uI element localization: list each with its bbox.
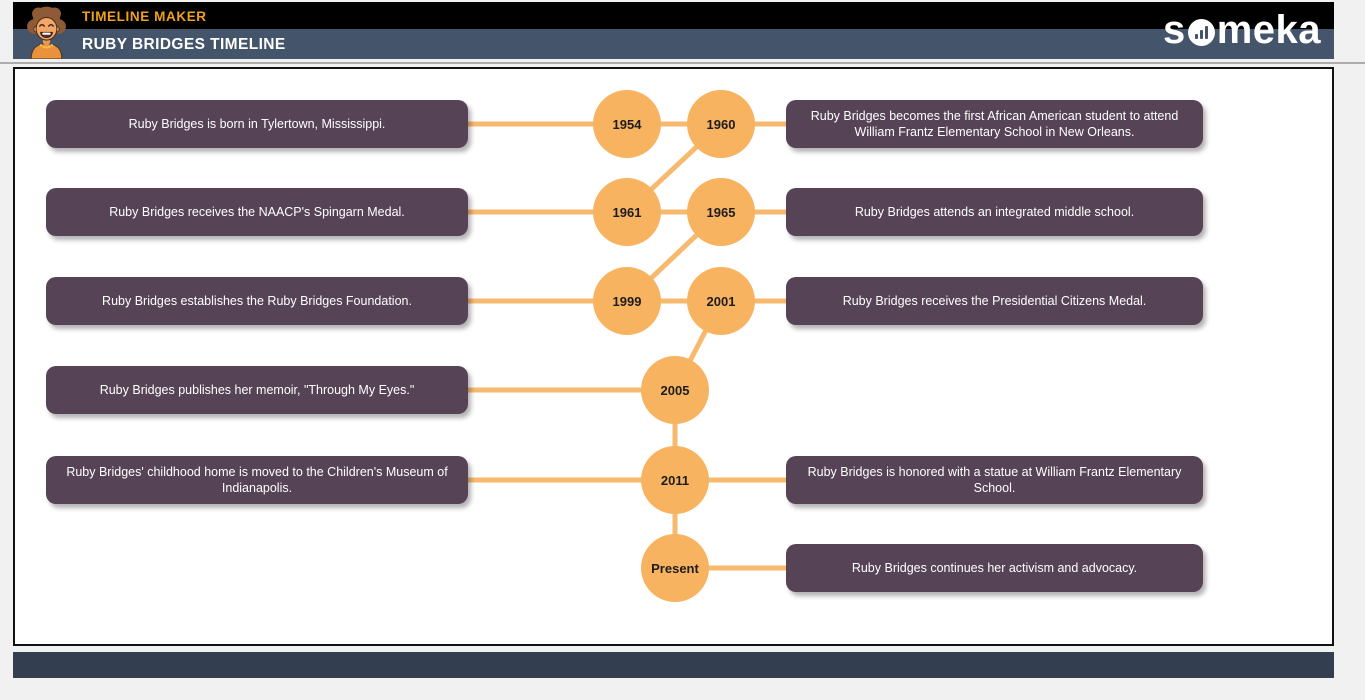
timeline-year-circle: Present bbox=[641, 534, 709, 602]
header-top-bar bbox=[13, 2, 1334, 29]
header-title-bar bbox=[13, 29, 1334, 59]
timeline-event-left: Ruby Bridges' childhood home is moved to… bbox=[46, 456, 468, 504]
timeline-year-circle: 1999 bbox=[593, 267, 661, 335]
timeline-title: RUBY BRIDGES TIMELINE bbox=[82, 36, 286, 53]
timeline-event-right: Ruby Bridges receives the Presidential C… bbox=[786, 277, 1203, 325]
header-separator bbox=[0, 62, 1365, 64]
timeline-year-circle: 2005 bbox=[641, 356, 709, 424]
app-title: TIMELINE MAKER bbox=[82, 9, 207, 24]
timeline-event-right: Ruby Bridges attends an integrated middl… bbox=[786, 188, 1203, 236]
timeline-event-right: Ruby Bridges continues her activism and … bbox=[786, 544, 1203, 592]
timeline-event-left: Ruby Bridges establishes the Ruby Bridge… bbox=[46, 277, 468, 325]
timeline-event-left: Ruby Bridges is born in Tylertown, Missi… bbox=[46, 100, 468, 148]
timeline-year-circle: 2001 bbox=[687, 267, 755, 335]
timeline-year-circle: 2011 bbox=[641, 446, 709, 514]
someka-logo-text-prefix: s bbox=[1162, 8, 1186, 52]
timeline-canvas: Ruby Bridges is born in Tylertown, Missi… bbox=[13, 67, 1334, 646]
someka-logo-text-suffix: meka bbox=[1216, 8, 1321, 52]
timeline-event-left: Ruby Bridges receives the NAACP's Spinga… bbox=[46, 188, 468, 236]
ruby-bridges-avatar-icon bbox=[19, 3, 74, 60]
timeline-year-circle: 1954 bbox=[593, 90, 661, 158]
footer-bar bbox=[13, 652, 1334, 678]
timeline-year-circle: 1965 bbox=[687, 178, 755, 246]
someka-logo-chart-icon bbox=[1187, 19, 1215, 46]
timeline-year-circle: 1960 bbox=[687, 90, 755, 158]
timeline-event-right: Ruby Bridges is honored with a statue at… bbox=[786, 456, 1203, 504]
timeline-year-circle: 1961 bbox=[593, 178, 661, 246]
timeline-event-right: Ruby Bridges becomes the first African A… bbox=[786, 100, 1203, 148]
timeline-event-left: Ruby Bridges publishes her memoir, "Thro… bbox=[46, 366, 468, 414]
